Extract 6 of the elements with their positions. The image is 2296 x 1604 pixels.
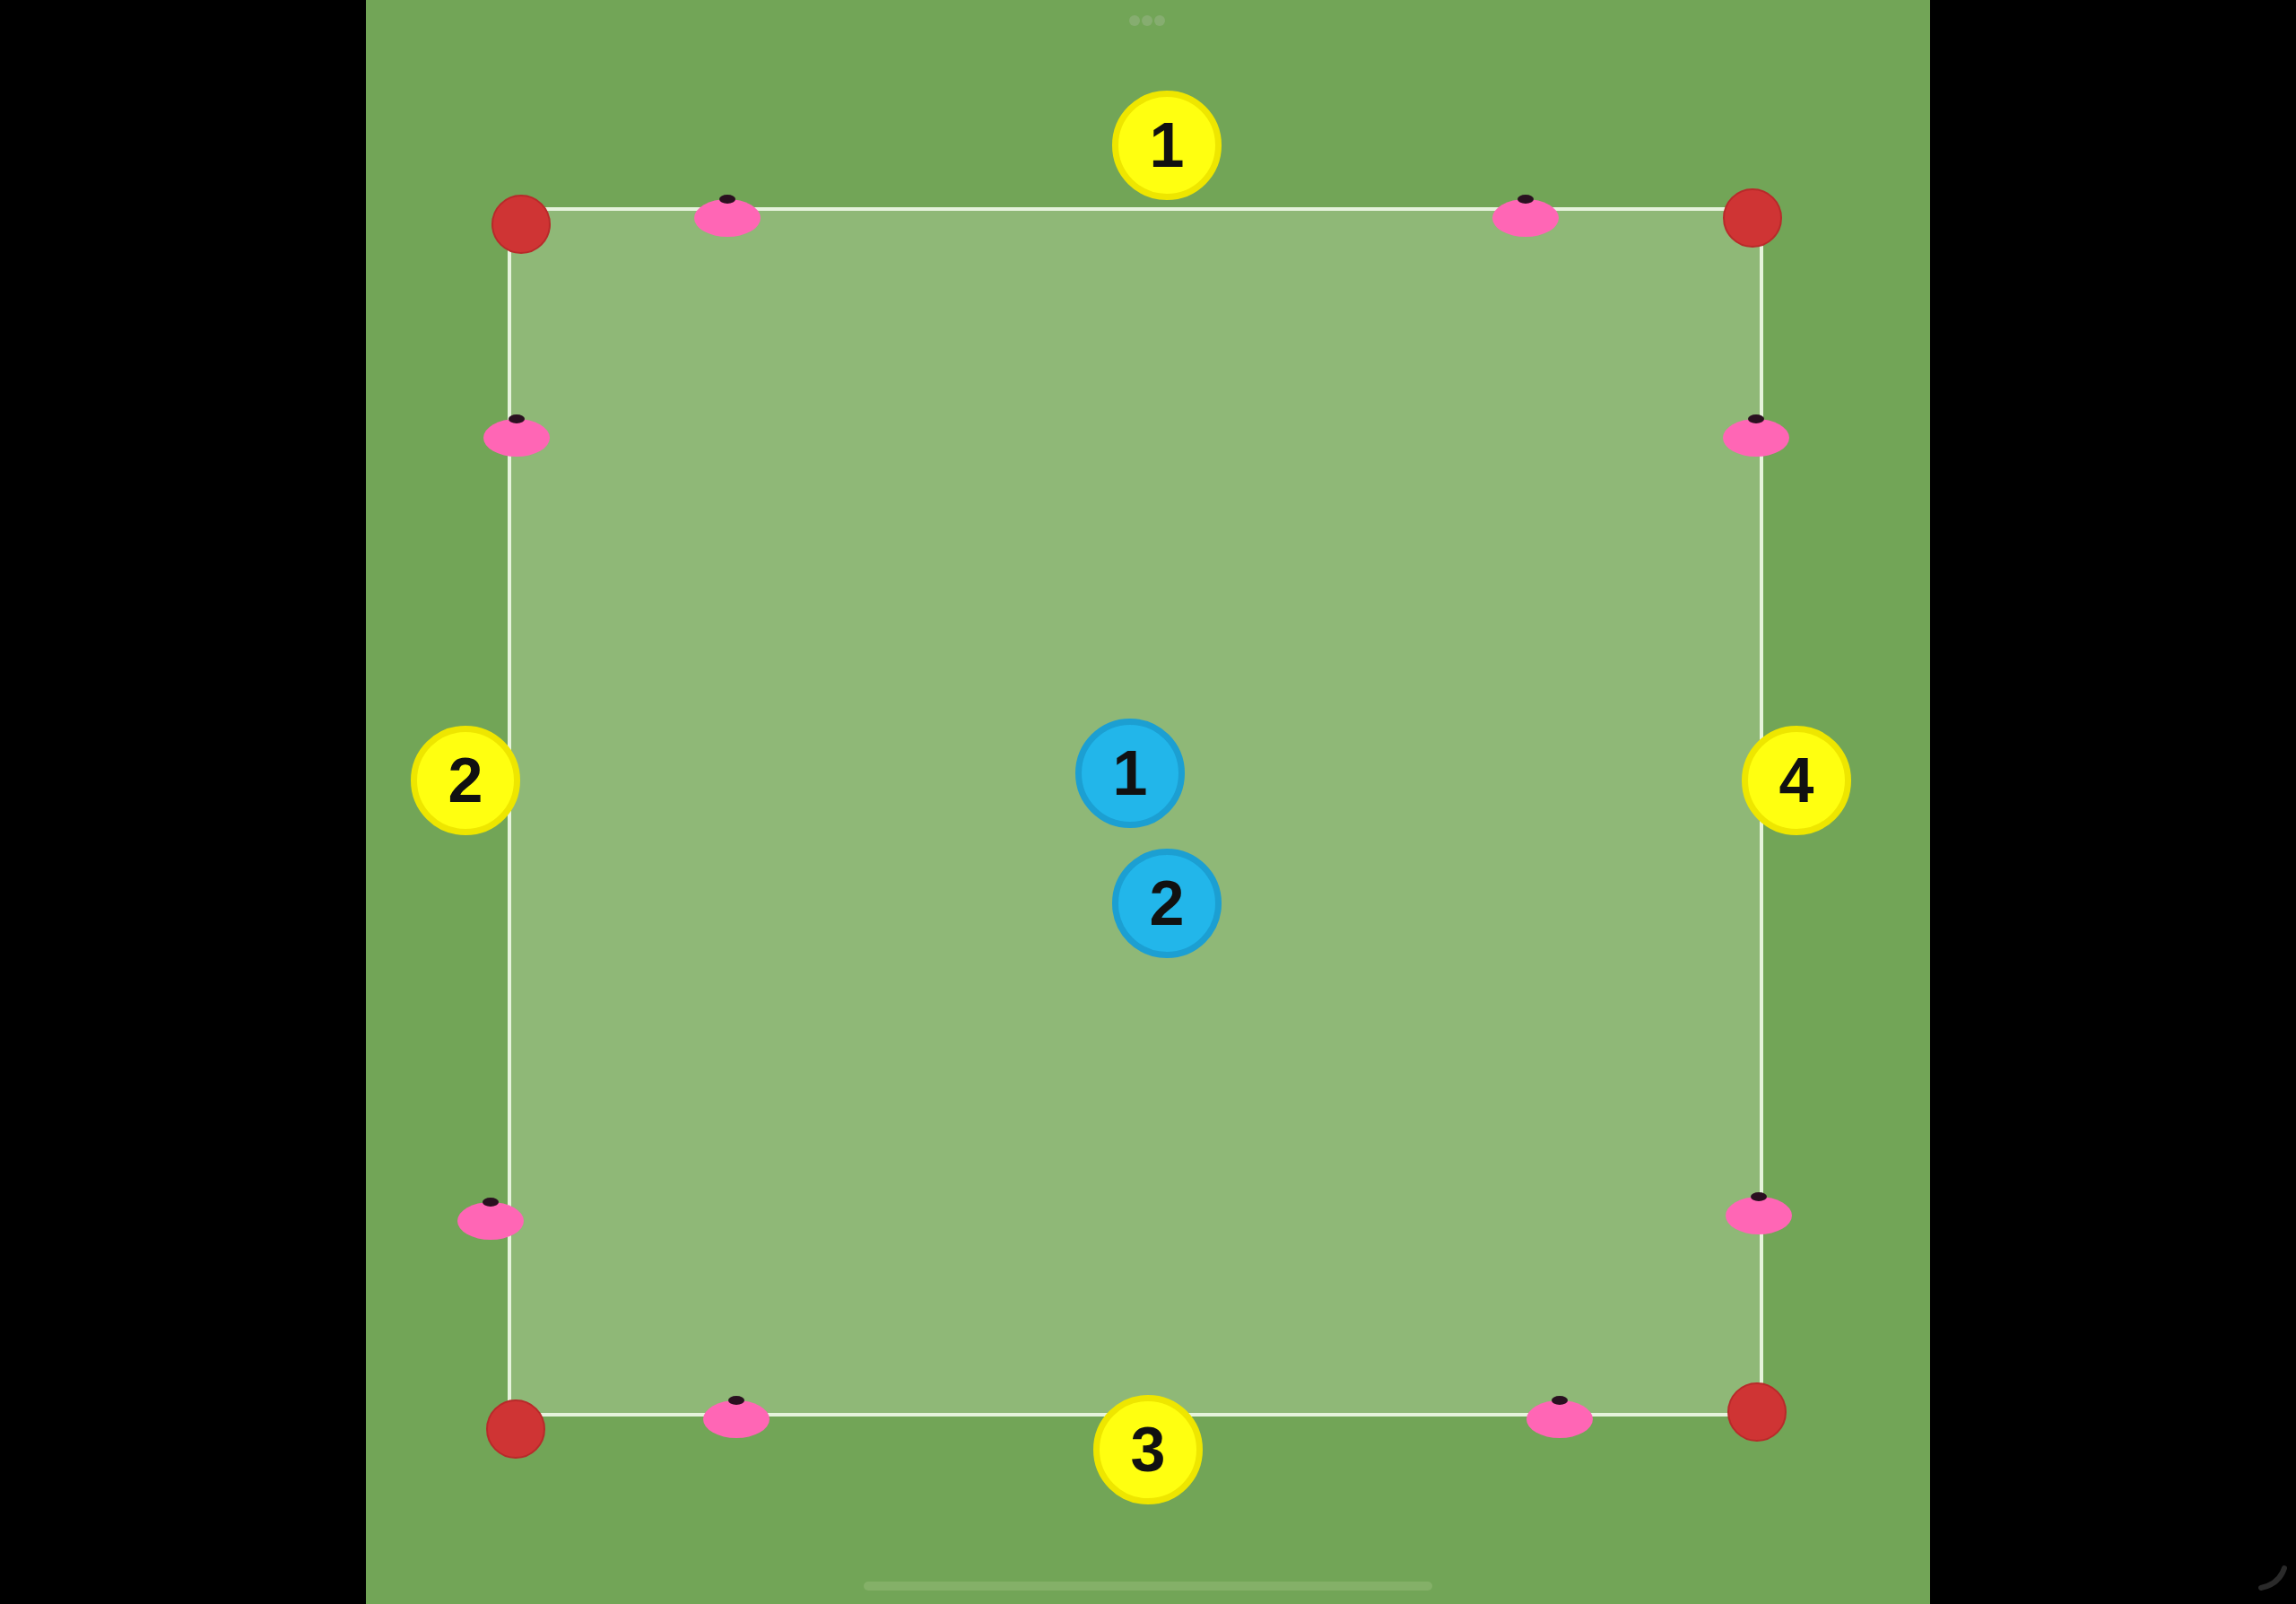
player-number: 3	[1130, 1418, 1166, 1481]
player-number: 2	[448, 749, 483, 812]
player-number: 2	[1149, 872, 1185, 935]
player-number: 1	[1112, 742, 1148, 805]
player-number: 4	[1779, 749, 1814, 812]
player-number: 1	[1149, 114, 1185, 177]
